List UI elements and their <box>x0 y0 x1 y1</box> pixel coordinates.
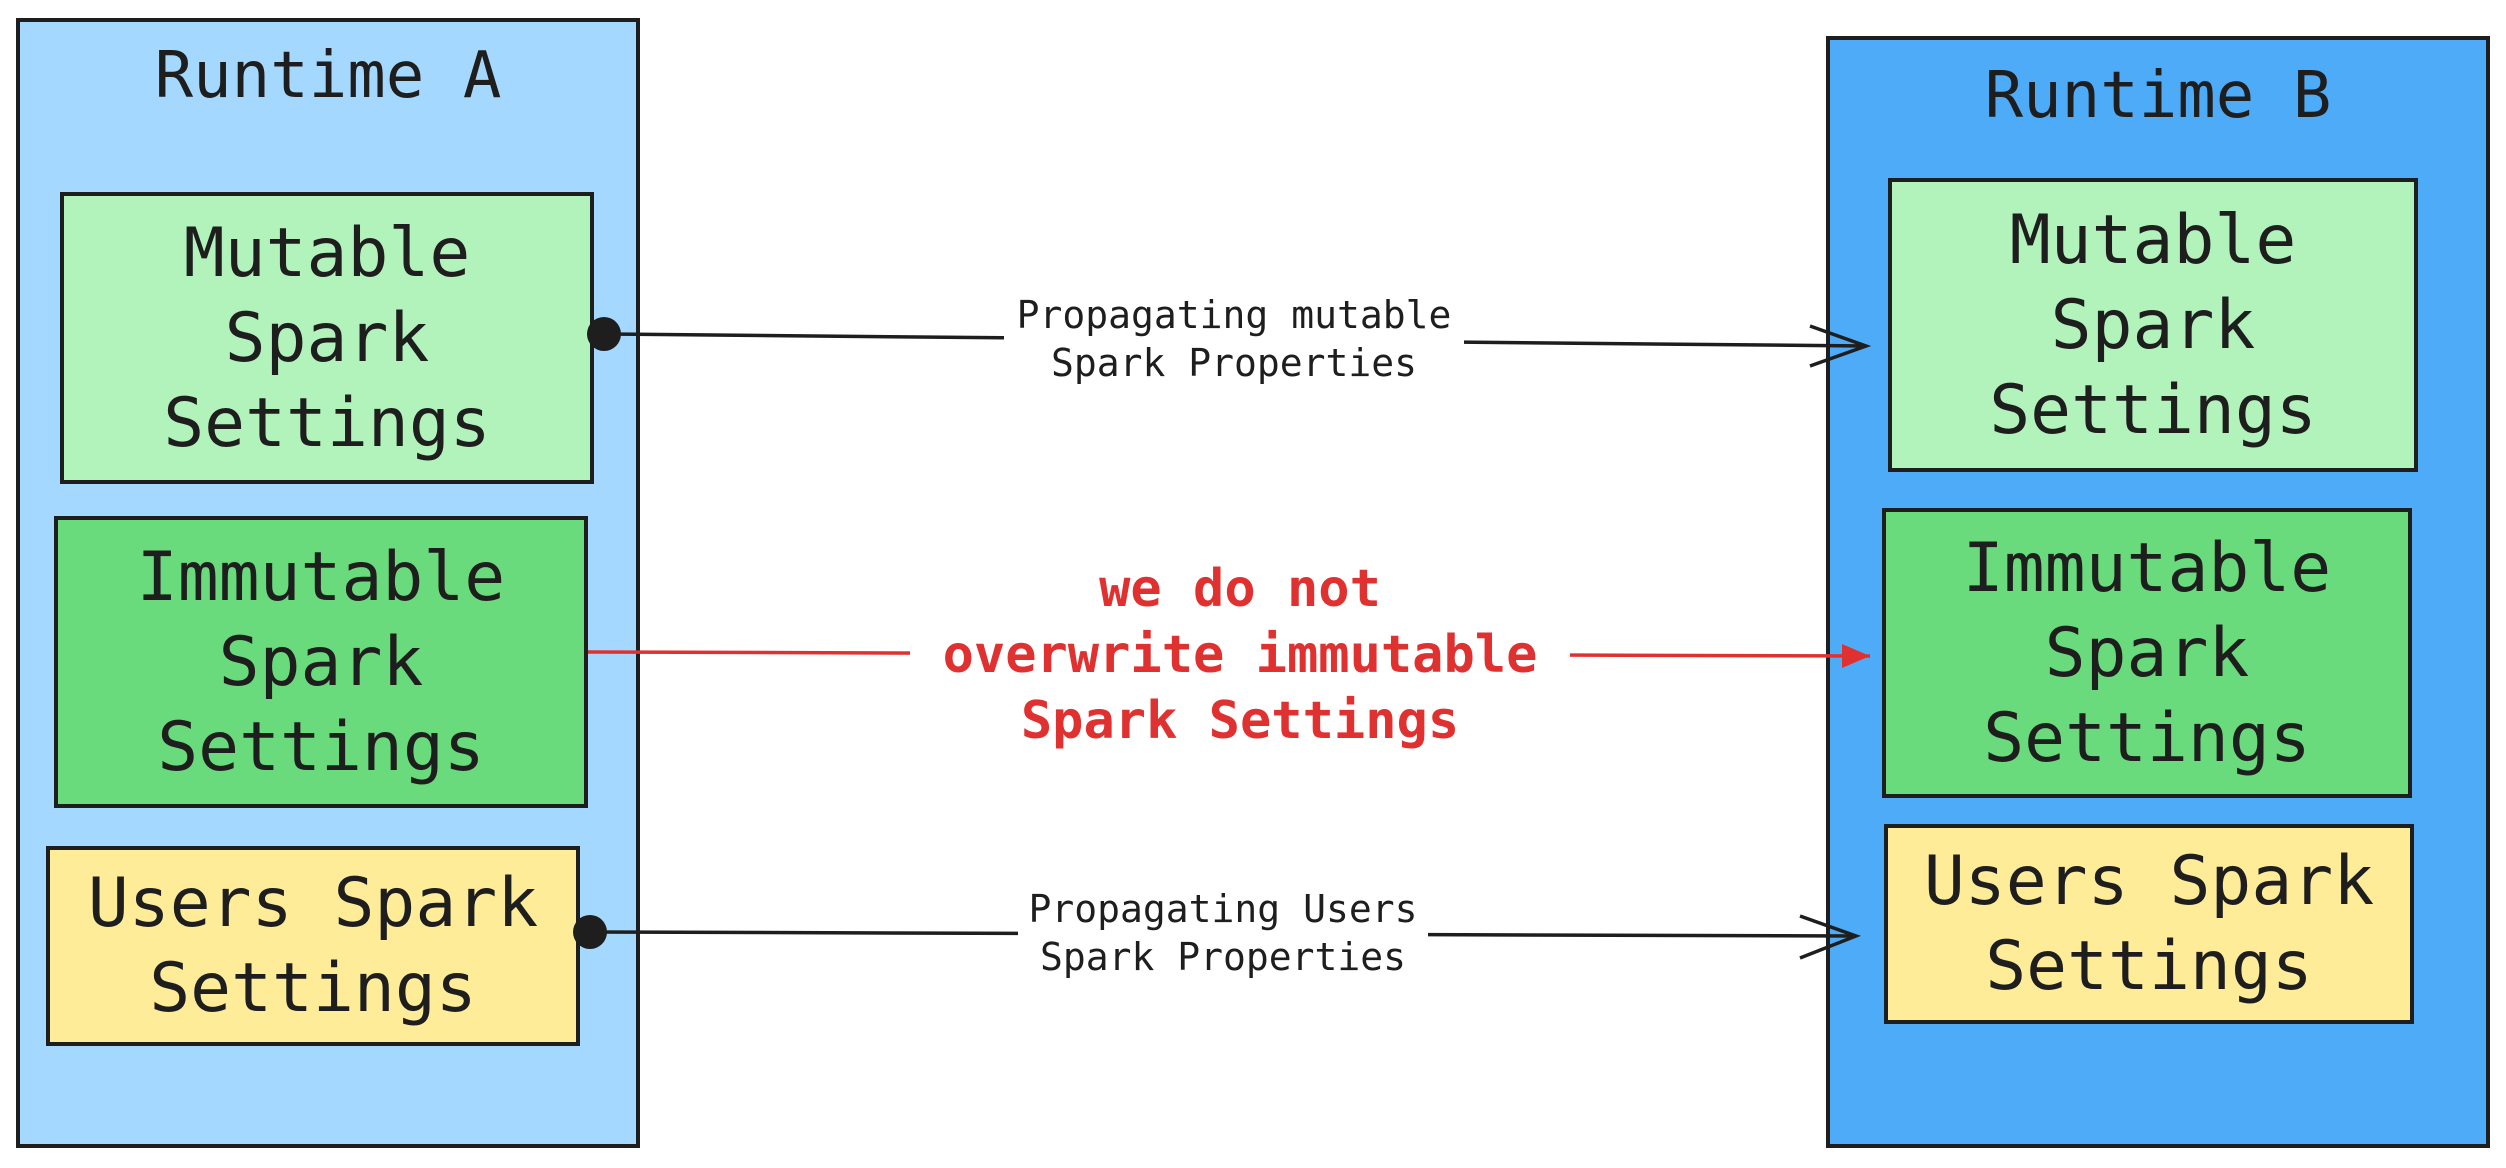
runtime-a-title: Runtime A <box>154 39 502 113</box>
runtime-b-immutable-label: Immutable Spark Settings <box>1962 528 2332 778</box>
runtime-a-immutable-label: Immutable Spark Settings <box>136 537 506 787</box>
runtime-b-title: Runtime B <box>1984 59 2332 133</box>
users-arrowhead <box>1799 914 1861 960</box>
runtime-a-mutable-box: Mutable Spark Settings <box>60 192 594 484</box>
runtime-a-users-label: Users Spark Settings <box>87 864 539 1028</box>
mutable-arrow-label: Propagating mutable Spark Properties <box>1004 292 1464 387</box>
runtime-b-mutable-box: Mutable Spark Settings <box>1888 178 2418 472</box>
runtime-b-users-box: Users Spark Settings <box>1884 824 2414 1024</box>
runtime-a-mutable-label: Mutable Spark Settings <box>163 213 491 463</box>
immutable-arrow-label: we do not overwrite immutable Spark Sett… <box>910 556 1570 755</box>
runtime-b-immutable-box: Immutable Spark Settings <box>1882 508 2412 798</box>
mutable-arrowhead <box>1809 324 1872 368</box>
runtime-b-users-label: Users Spark Settings <box>1923 842 2375 1006</box>
immutable-arrowhead <box>1842 644 1870 668</box>
runtime-a-immutable-box: Immutable Spark Settings <box>54 516 588 808</box>
runtime-b-mutable-label: Mutable Spark Settings <box>1989 200 2317 450</box>
users-arrow-label: Propagating Users Spark Properties <box>1018 886 1428 981</box>
runtime-a-users-box: Users Spark Settings <box>46 846 580 1046</box>
